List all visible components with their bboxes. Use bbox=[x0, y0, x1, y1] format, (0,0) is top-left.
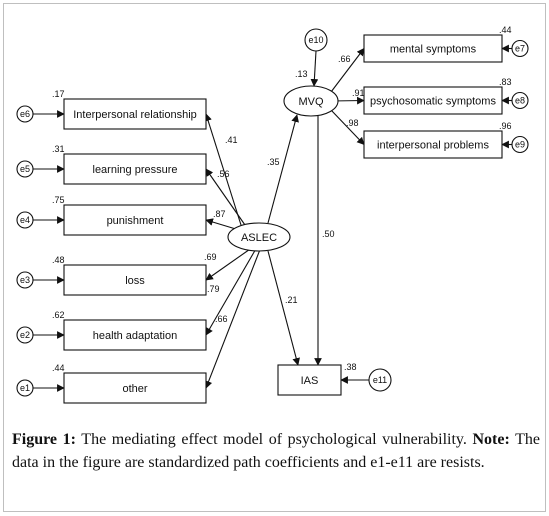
loading-path bbox=[205, 168, 246, 226]
error-label: e6 bbox=[20, 109, 30, 119]
r-squared-label: .44 bbox=[499, 25, 512, 35]
loading-label: .98 bbox=[346, 118, 359, 128]
indicator-box bbox=[63, 153, 207, 185]
error-node bbox=[16, 271, 34, 289]
indicator-box bbox=[363, 34, 503, 63]
indicator-box bbox=[63, 98, 207, 130]
loading-label: .66 bbox=[338, 54, 351, 64]
indicator-label: loss bbox=[125, 275, 145, 287]
r-squared-label: .17 bbox=[52, 89, 65, 99]
loading-label: .79 bbox=[207, 284, 220, 294]
error-node bbox=[368, 368, 392, 392]
indicator-box bbox=[363, 130, 503, 159]
figure-label: Figure 1: bbox=[12, 431, 76, 448]
structural-path bbox=[267, 114, 299, 224]
error-label: e7 bbox=[515, 44, 525, 54]
loading-label: .41 bbox=[225, 135, 238, 145]
r-squared-label: .38 bbox=[344, 362, 357, 372]
loading-path bbox=[330, 109, 365, 146]
error-node bbox=[304, 28, 328, 52]
indicator-label: Interpersonal relationship bbox=[73, 109, 197, 121]
error-node bbox=[511, 91, 529, 110]
error-node bbox=[16, 160, 34, 178]
error-node bbox=[16, 379, 34, 397]
path-coefficient: .21 bbox=[285, 295, 298, 305]
error-label: e1 bbox=[20, 383, 30, 393]
loading-path bbox=[205, 246, 258, 336]
indicator-label: punishment bbox=[107, 215, 164, 227]
ias-label: IAS bbox=[301, 375, 319, 387]
indicator-label: health adaptation bbox=[93, 330, 177, 342]
indicator-box bbox=[63, 319, 207, 351]
r-squared-label: .83 bbox=[499, 77, 512, 87]
error-node bbox=[16, 105, 34, 123]
indicator-label: mental symptoms bbox=[390, 44, 477, 56]
error-node bbox=[16, 326, 34, 344]
figure-caption: Figure 1: The mediating effect model of … bbox=[12, 428, 540, 474]
r-squared-label: .44 bbox=[52, 363, 65, 373]
indicator-box bbox=[63, 264, 207, 296]
indicator-label: psychosomatic symptoms bbox=[370, 96, 496, 108]
aslec-label: ASLEC bbox=[241, 232, 277, 244]
error-node bbox=[511, 135, 529, 154]
error-label: e11 bbox=[373, 375, 387, 385]
path-coefficient: .50 bbox=[322, 229, 335, 239]
indicator-label: learning pressure bbox=[93, 164, 178, 176]
loading-label: .66 bbox=[215, 314, 228, 324]
error-label: e8 bbox=[515, 96, 525, 106]
loading-label: .56 bbox=[217, 169, 230, 179]
r-squared-label: .62 bbox=[52, 310, 65, 320]
r-squared-label: .31 bbox=[52, 144, 65, 154]
loading-path bbox=[204, 246, 262, 389]
loading-label: .91 bbox=[352, 88, 365, 98]
ias-node bbox=[277, 364, 342, 396]
error-label: e5 bbox=[20, 164, 30, 174]
indicator-box bbox=[63, 204, 207, 236]
loading-path bbox=[205, 246, 254, 281]
error-label: e4 bbox=[20, 215, 30, 225]
error-node bbox=[16, 211, 34, 229]
error-label: e2 bbox=[20, 330, 30, 340]
loading-path bbox=[204, 113, 242, 226]
r-squared-label: .96 bbox=[499, 121, 512, 131]
loading-label: .69 bbox=[204, 252, 217, 262]
note-label: Note: bbox=[472, 431, 510, 448]
mvq-label: MVQ bbox=[298, 96, 324, 108]
indicator-label: other bbox=[122, 383, 147, 395]
mvq-node bbox=[283, 85, 339, 117]
loading-path bbox=[330, 47, 365, 93]
indicator-box bbox=[363, 86, 503, 115]
r-squared-label: .13 bbox=[295, 69, 308, 79]
structural-path bbox=[267, 250, 300, 366]
path-coefficient: .35 bbox=[267, 157, 280, 167]
indicator-box bbox=[63, 372, 207, 404]
error-path bbox=[310, 50, 319, 87]
r-squared-label: .48 bbox=[52, 255, 65, 265]
error-label: e9 bbox=[515, 140, 525, 150]
error-label: e10 bbox=[308, 35, 323, 45]
aslec-node bbox=[227, 222, 291, 252]
loading-label: .87 bbox=[213, 209, 226, 219]
figure-caption-text: The mediating effect model of psychologi… bbox=[75, 431, 473, 448]
note-text: The data in the figure are standardized … bbox=[12, 431, 541, 471]
r-squared-label: .75 bbox=[52, 195, 65, 205]
indicator-label: interpersonal problems bbox=[377, 140, 489, 152]
error-label: e3 bbox=[20, 275, 30, 285]
error-node bbox=[511, 39, 529, 58]
